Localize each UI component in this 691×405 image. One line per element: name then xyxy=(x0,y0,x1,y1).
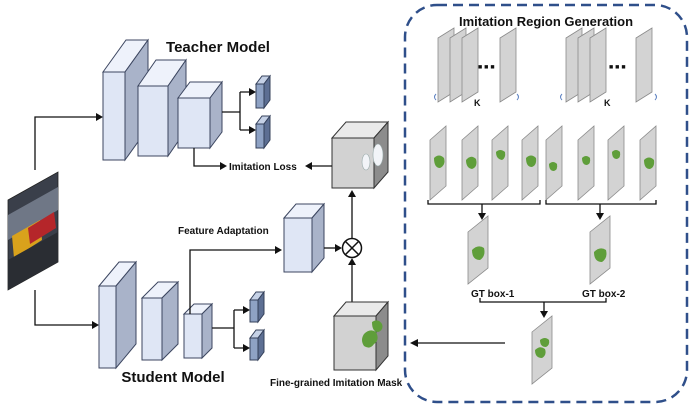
teacher-head-2 xyxy=(255,114,271,150)
fine-grained-mask-label: Fine-grained Imitation Mask xyxy=(270,378,403,389)
dots-right: ■ ■ ■ xyxy=(609,64,626,71)
brace-left xyxy=(434,93,519,101)
teacher-head-1 xyxy=(255,74,271,110)
adaptation-block xyxy=(282,202,326,274)
dots-left: ■ ■ ■ xyxy=(478,64,495,71)
arrow-head xyxy=(348,258,356,265)
arrow-head xyxy=(596,213,604,220)
fine-grained-mask-block xyxy=(332,300,390,372)
teacher-block-2 xyxy=(137,58,187,158)
student-head-1 xyxy=(249,290,265,324)
mask-planes-left xyxy=(429,125,539,201)
arrow-head xyxy=(243,306,250,314)
bracket-gt xyxy=(479,298,607,312)
input-image xyxy=(7,171,59,291)
teacher-to-loss-line xyxy=(193,148,222,167)
mask-planes-right xyxy=(545,125,657,201)
arrow-head xyxy=(410,339,418,347)
arrow-head xyxy=(305,162,312,170)
combined-mask-plane xyxy=(531,315,553,385)
student-head-2 xyxy=(249,328,265,362)
student-block-3 xyxy=(182,302,214,360)
bracket-right xyxy=(545,200,657,214)
gt-box-2-plane xyxy=(589,215,611,285)
stack-right xyxy=(565,27,653,103)
student-to-adaptation-line xyxy=(189,249,276,314)
arrow-head xyxy=(249,88,256,96)
masked-feature-block xyxy=(330,120,390,190)
teacher-branch-lines xyxy=(222,91,252,131)
stack-left xyxy=(437,27,517,103)
teacher-block-1 xyxy=(102,38,149,162)
arrow-head xyxy=(275,246,282,254)
arrow-head xyxy=(243,344,250,352)
k-label-left: K xyxy=(474,98,481,108)
input-to-student-line xyxy=(34,290,94,326)
teacher-block-3 xyxy=(177,80,223,150)
student-block-1 xyxy=(97,260,138,370)
arrow-head xyxy=(335,244,342,252)
arrow-head xyxy=(92,321,99,329)
arrow-head xyxy=(540,311,548,318)
imitation-loss-label: Imitation Loss xyxy=(229,162,297,173)
brace-right xyxy=(560,93,657,101)
multiply-icon xyxy=(341,237,363,259)
teacher-model-label: Teacher Model xyxy=(166,39,270,56)
k-label-right: K xyxy=(604,98,611,108)
region-generation-panel xyxy=(403,3,689,404)
gt-box-1-label: GT box-1 xyxy=(471,289,515,300)
bracket-left xyxy=(427,200,541,214)
input-to-teacher-line xyxy=(34,116,98,170)
arrow-head xyxy=(220,162,227,170)
arrow-head xyxy=(249,126,256,134)
gt-box-1-plane xyxy=(467,215,489,285)
arrow-head xyxy=(478,213,486,220)
region-generation-title: Imitation Region Generation xyxy=(459,14,633,29)
student-model-label: Student Model xyxy=(121,369,224,386)
student-block-2 xyxy=(140,280,180,362)
feature-adaptation-label: Feature Adaptation xyxy=(178,226,269,237)
student-branch-lines xyxy=(212,309,246,349)
arrow-head xyxy=(96,113,103,121)
arrow-head xyxy=(348,190,356,197)
gt-box-2-label: GT box-2 xyxy=(582,289,626,300)
